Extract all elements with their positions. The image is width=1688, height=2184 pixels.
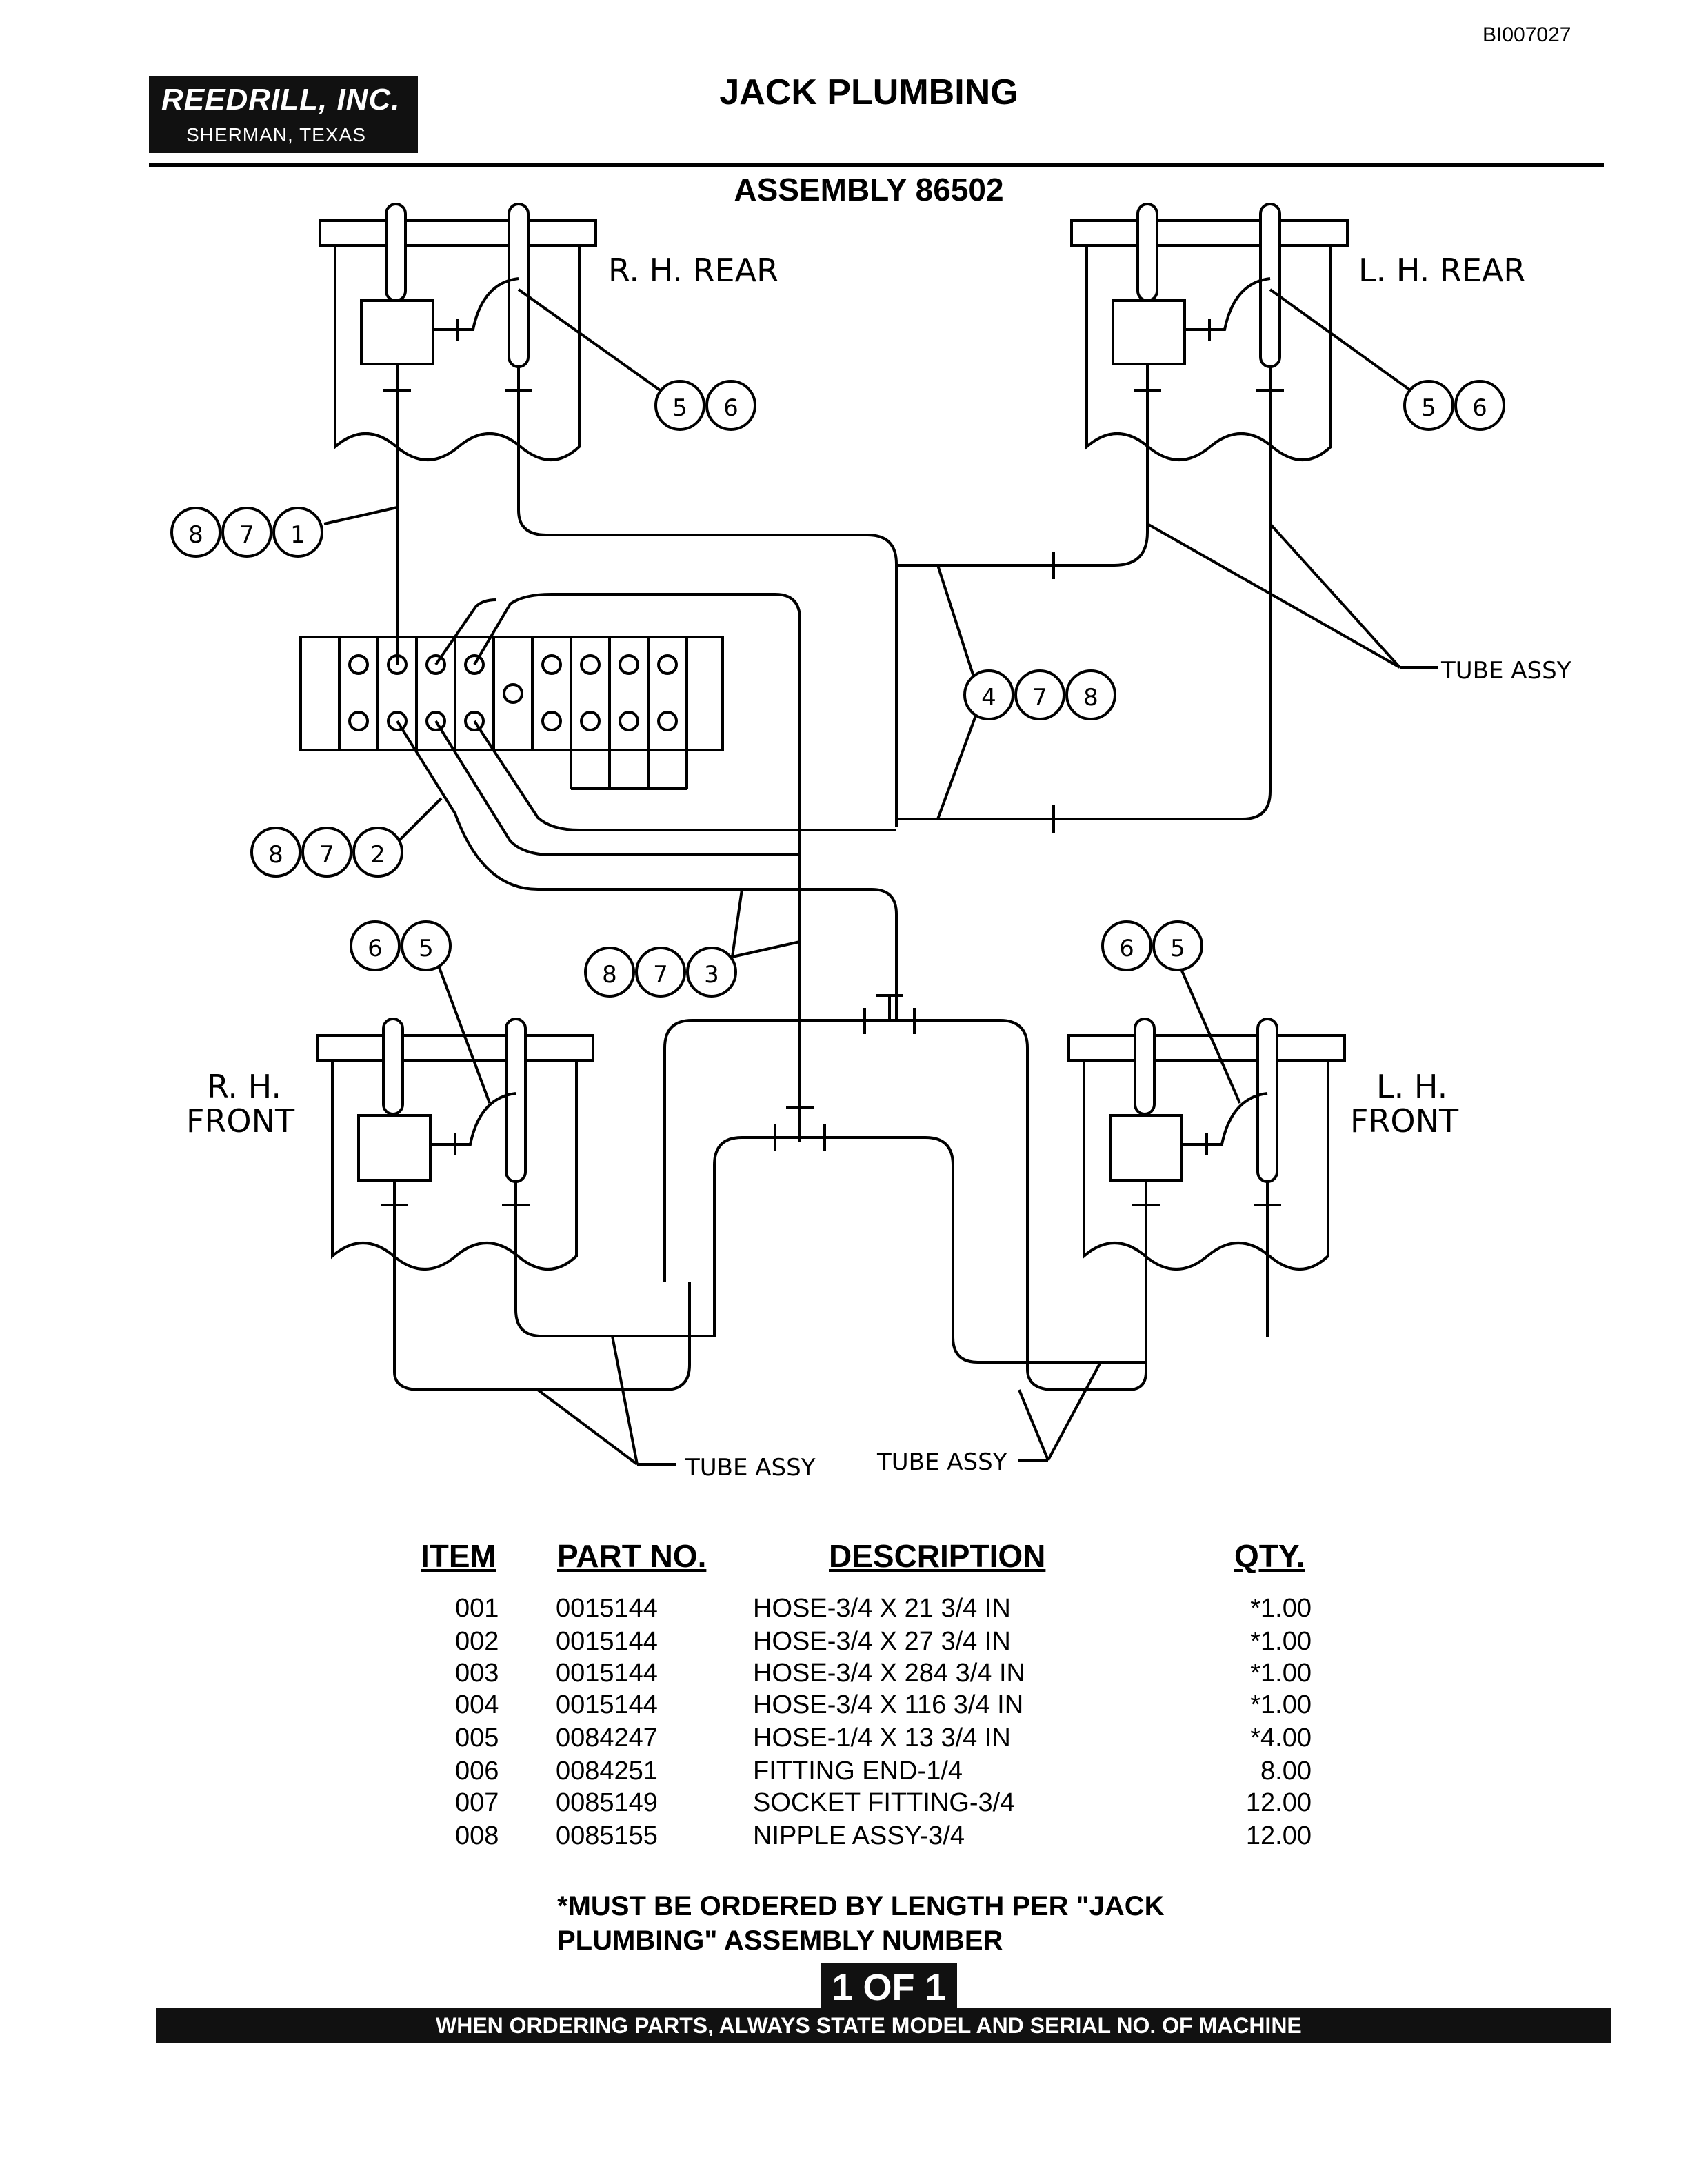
part-number: 0015144 <box>556 1659 658 1688</box>
callout-478: 4 7 8 <box>963 669 1116 720</box>
item-number: 008 <box>455 1821 499 1850</box>
jack-rh-front <box>316 1018 594 1282</box>
leader-lines <box>323 506 1438 1466</box>
part-qty: 8.00 <box>1260 1757 1312 1786</box>
part-qty: *1.00 <box>1250 1594 1312 1623</box>
callout-num: 5 <box>1170 935 1185 962</box>
part-description: FITTING END-1/4 <box>753 1757 963 1786</box>
part-description: HOSE-3/4 X 284 3/4 IN <box>753 1659 1025 1688</box>
callout-873: 8 7 3 <box>584 947 737 998</box>
part-number: 0085149 <box>556 1788 658 1817</box>
part-qty: *1.00 <box>1250 1659 1312 1688</box>
part-description: NIPPLE ASSY-3/4 <box>753 1821 965 1850</box>
footer-text: WHEN ORDERING PARTS, ALWAYS STATE MODEL … <box>436 2013 1302 2038</box>
label-lh-front-line1: L. H. <box>1376 1068 1447 1105</box>
valve-bank <box>299 636 724 790</box>
document-id: BI007027 <box>1483 23 1571 46</box>
item-number: 002 <box>455 1627 499 1656</box>
hose-routing <box>393 496 1272 1391</box>
page-indicator: 1 OF 1 <box>821 1963 957 2012</box>
jack-rh-rear <box>319 203 663 510</box>
callout-871: 8 7 1 <box>170 507 323 558</box>
callout-num: 6 <box>1119 935 1134 962</box>
item-number: 005 <box>455 1723 499 1752</box>
callout-num: 5 <box>1421 394 1436 422</box>
callout-num: 5 <box>419 935 434 962</box>
label-tube-assy-right: TUBE ASSY <box>1440 657 1571 685</box>
page-title: JACK PLUMBING <box>719 72 1018 112</box>
part-description: HOSE-1/4 X 13 3/4 IN <box>753 1723 1011 1752</box>
item-number: 003 <box>455 1659 499 1688</box>
label-lh-front-line2: FRONT <box>1350 1102 1459 1140</box>
callout-num: 7 <box>319 841 334 869</box>
label-tube-assy-bottom-right: TUBE ASSY <box>876 1448 1007 1476</box>
header-rule <box>149 163 1604 167</box>
part-number: 0084251 <box>556 1757 658 1786</box>
label-rh-front-line1: R. H. <box>207 1068 281 1105</box>
callout-num: 8 <box>188 521 203 549</box>
callout-num: 8 <box>602 961 617 989</box>
ordering-note: *MUST BE ORDERED BY LENGTH PER "JACK PLU… <box>557 1889 1316 1958</box>
part-qty: *1.00 <box>1250 1690 1312 1719</box>
callout-num: 6 <box>1472 394 1487 422</box>
item-number: 001 <box>455 1594 499 1623</box>
part-number: 0015144 <box>556 1690 658 1719</box>
part-qty: 12.00 <box>1245 1788 1312 1817</box>
ordering-note-line2: PLUMBING" ASSEMBLY NUMBER <box>557 1925 1003 1956</box>
label-rh-rear: R. H. REAR <box>608 252 778 289</box>
callout-rh-rear: 5 6 <box>654 380 756 431</box>
item-number: 004 <box>455 1690 499 1719</box>
header-qty: QTY. <box>1234 1538 1305 1574</box>
jack-lh-rear <box>1070 203 1414 524</box>
callout-872: 8 7 2 <box>250 827 403 878</box>
item-number: 006 <box>455 1757 499 1786</box>
item-number: 007 <box>455 1788 499 1817</box>
part-description: HOSE-3/4 X 21 3/4 IN <box>753 1594 1011 1623</box>
company-name: REEDRILL, INC. <box>161 83 401 117</box>
plumbing-diagram: 5 6 5 6 8 7 1 4 7 8 8 7 2 6 5 <box>170 203 1571 1482</box>
part-number: 0085155 <box>556 1821 658 1850</box>
callout-num: 2 <box>370 841 385 869</box>
company-location: SHERMAN, TEXAS <box>186 124 366 145</box>
callout-lh-rear: 5 6 <box>1403 380 1505 431</box>
label-tube-assy-bottom-left: TUBE ASSY <box>685 1454 816 1482</box>
callout-num: 5 <box>672 394 687 422</box>
callout-num: 6 <box>723 394 738 422</box>
part-number: 0084247 <box>556 1723 658 1752</box>
callout-num: 3 <box>704 961 719 989</box>
callout-lh-front: 6 5 <box>1101 920 1203 971</box>
company-logo: REEDRILL, INC. SHERMAN, TEXAS <box>149 76 418 153</box>
callout-num: 8 <box>268 841 283 869</box>
header-item: ITEM <box>421 1538 496 1574</box>
part-description: HOSE-3/4 X 27 3/4 IN <box>753 1627 1011 1656</box>
callout-num: 1 <box>290 521 305 549</box>
callout-num: 7 <box>653 961 668 989</box>
callout-num: 8 <box>1083 684 1098 711</box>
footer-bar: WHEN ORDERING PARTS, ALWAYS STATE MODEL … <box>156 2008 1611 2043</box>
part-number: 0015144 <box>556 1627 658 1656</box>
jack-lh-front <box>1067 1018 1346 1337</box>
part-qty: *4.00 <box>1250 1723 1312 1752</box>
assembly-number: ASSEMBLY 86502 <box>734 172 1004 208</box>
callout-num: 4 <box>981 684 996 711</box>
callout-num: 7 <box>239 521 254 549</box>
header-description: DESCRIPTION <box>829 1538 1046 1574</box>
part-qty: *1.00 <box>1250 1627 1312 1656</box>
part-qty: 12.00 <box>1245 1821 1312 1850</box>
label-rh-front-line2: FRONT <box>186 1102 295 1140</box>
callout-rh-front: 6 5 <box>350 920 452 971</box>
header-part-no: PART NO. <box>557 1538 707 1574</box>
part-number: 0015144 <box>556 1594 658 1623</box>
ordering-note-line1: *MUST BE ORDERED BY LENGTH PER "JACK <box>557 1891 1165 1921</box>
part-description: SOCKET FITTING-3/4 <box>753 1788 1015 1817</box>
callout-num: 6 <box>368 935 383 962</box>
label-lh-rear: L. H. REAR <box>1358 252 1525 289</box>
callout-num: 7 <box>1032 684 1047 711</box>
part-description: HOSE-3/4 X 116 3/4 IN <box>753 1690 1024 1719</box>
